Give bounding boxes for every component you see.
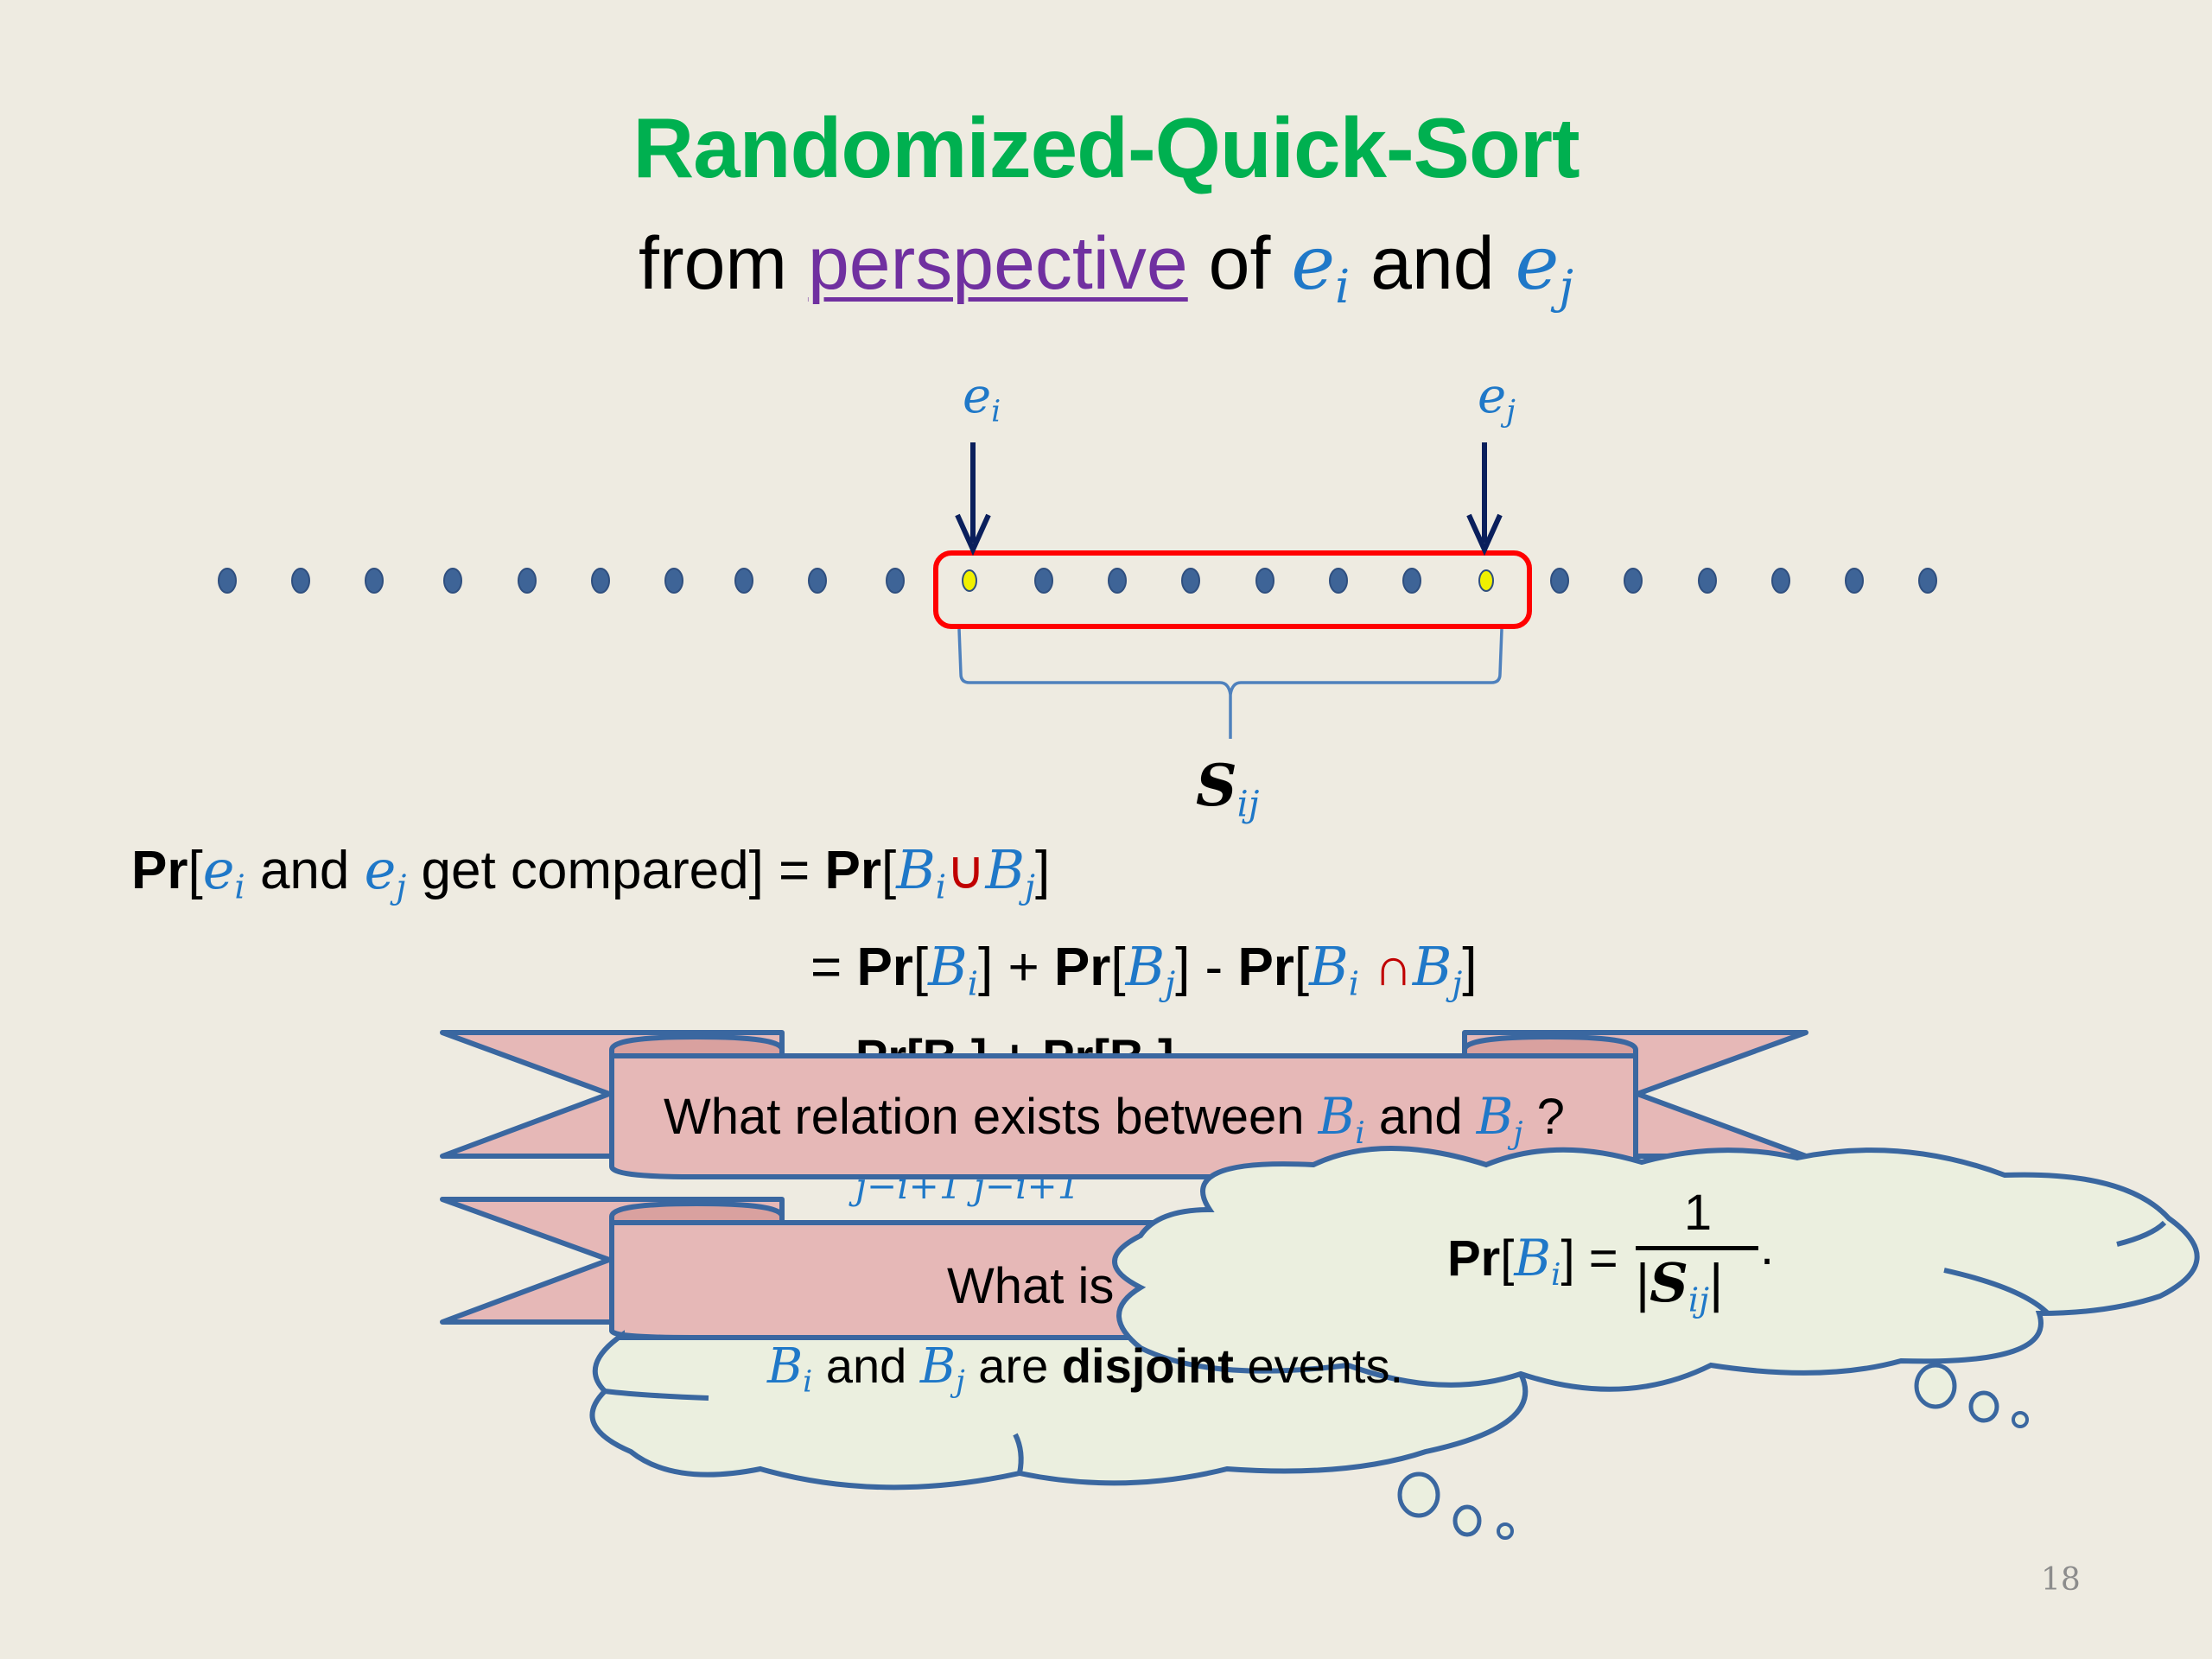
element-dot [591, 568, 610, 594]
element-dot [1255, 568, 1274, 594]
slide-subtitle: from perspective of ei and ej [0, 220, 2212, 314]
thought-bubble-medium [1968, 1390, 1999, 1423]
ribbon-1-text: What relation exists between Bi and Bj ? [664, 1087, 1565, 1151]
thought-bubble-large [1397, 1471, 1440, 1518]
element-dot [518, 568, 537, 594]
formula-period: . [1760, 1219, 1775, 1275]
element-dot [1181, 568, 1200, 594]
arrow-ei [955, 442, 991, 556]
formula-denominator: |Sij| [1636, 1251, 1724, 1320]
label-ej: ej [1478, 368, 1516, 429]
fraction-bar [1636, 1246, 1758, 1250]
subtitle-mid: of [1187, 222, 1292, 305]
cloud-probability [1112, 1146, 2200, 1428]
element-dot [1698, 568, 1717, 594]
element-dot [664, 568, 683, 594]
arrow-ej [1466, 442, 1503, 556]
page-number: 18 [2041, 1562, 2081, 1598]
slide-title: Randomized-Quick-Sort [632, 100, 1580, 195]
equation-line-1: Pr[ei and ej get compared] = Pr[Bi∪Bj] [131, 838, 1051, 907]
element-dot [1624, 568, 1643, 594]
sij-brace [957, 628, 1503, 739]
element-dot [291, 568, 310, 594]
math-ej: ej [1515, 220, 1573, 314]
subtitle-prefix: from [639, 222, 808, 305]
thought-bubble-small [2012, 1411, 2029, 1428]
element-dot-highlighted [1478, 569, 1494, 592]
label-ei: ei [963, 368, 1001, 429]
element-dot-highlighted [962, 569, 977, 592]
element-dot [1329, 568, 1348, 594]
thought-bubble-large [1914, 1363, 1957, 1409]
element-dot [1918, 568, 1937, 594]
subtitle-and: and [1350, 222, 1516, 305]
element-dot [1771, 568, 1790, 594]
ribbon-2-text: What is [947, 1258, 1115, 1314]
thought-bubble-medium [1452, 1504, 1482, 1537]
element-dot [1550, 568, 1569, 594]
perspective-link[interactable]: perspective [807, 222, 1188, 305]
element-dot [808, 568, 827, 594]
element-dot [1034, 568, 1053, 594]
cloud-disjoint-text: Bi and Bj are disjoint events. [767, 1338, 1404, 1400]
formula-lhs: Pr[Bi] = [1447, 1229, 1618, 1293]
element-dot [218, 568, 237, 594]
sij-highlight-box [933, 550, 1532, 629]
element-dot [886, 568, 905, 594]
math-ei: ei [1291, 220, 1351, 314]
element-dot [1845, 568, 1864, 594]
element-dot [734, 568, 753, 594]
thought-bubble-small [1497, 1522, 1514, 1540]
element-dot [443, 568, 462, 594]
element-dot [1108, 568, 1127, 594]
equation-line-2: = Pr[Bi] + Pr[Bj] - Pr[Bi ∩Bj] [810, 935, 1478, 1004]
element-dot [365, 568, 384, 594]
element-dot [1402, 568, 1421, 594]
label-sij: Sij [1196, 752, 1260, 825]
formula-numerator: 1 [1683, 1185, 1713, 1241]
